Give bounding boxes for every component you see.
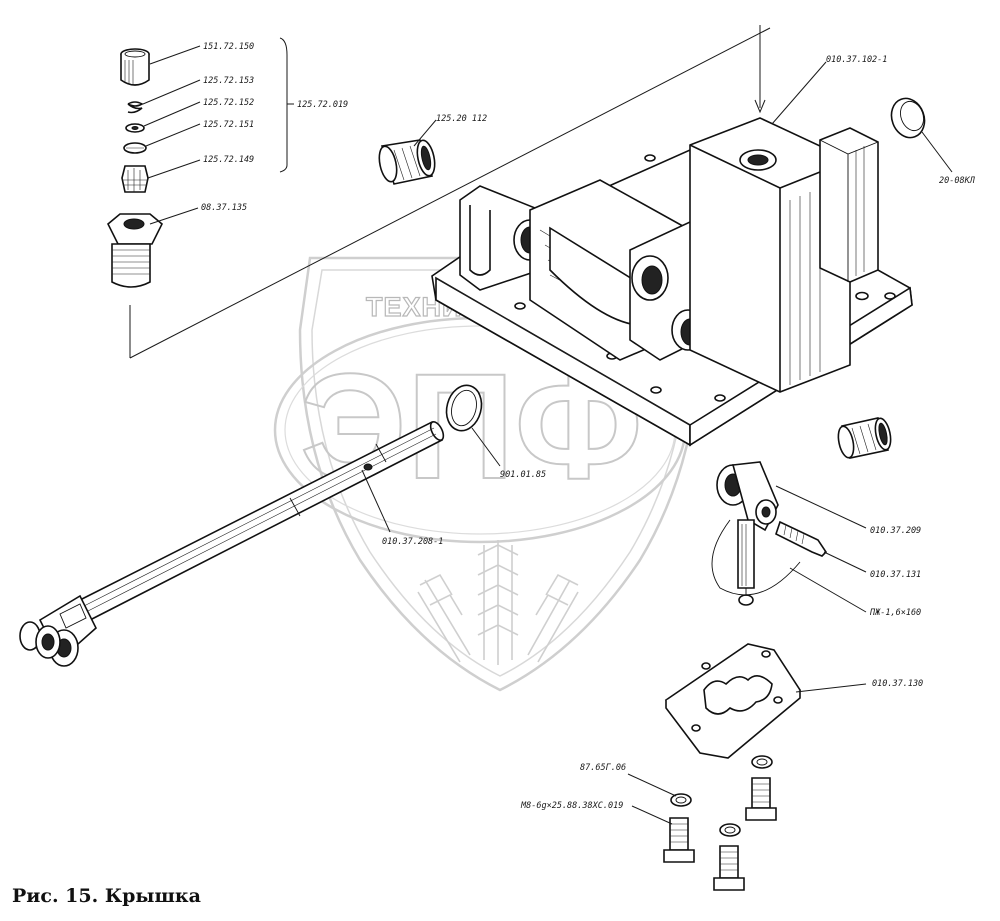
label-125-72-151: 125.72.151 — [203, 120, 254, 130]
guide-plate-part — [664, 643, 802, 759]
valve-disc-part — [123, 142, 147, 154]
bushing-lower-part — [837, 417, 892, 459]
lock-washer-b-part — [751, 755, 773, 769]
callout-labels: 151.72.150 125.72.153 125.72.152 125.72.… — [201, 42, 976, 811]
washer-part — [125, 123, 145, 133]
label-010-37-208-1: 010.37.208-1 — [382, 537, 443, 547]
label-125-72-153: 125.72.153 — [203, 76, 254, 86]
bolt-b-part — [745, 777, 777, 821]
plug-part — [890, 97, 926, 139]
label-pzh-1-6x160: ПЖ-1,6×160 — [869, 608, 921, 618]
valve-body-part — [121, 165, 149, 193]
spring-part — [127, 101, 144, 114]
bolt-c-part — [713, 845, 745, 891]
label-08-37-135: 08.37.135 — [201, 203, 247, 213]
assembly-guide-lines — [129, 25, 771, 359]
label-125-72-019: 125.72.019 — [297, 100, 348, 110]
lever-part — [716, 461, 779, 606]
lock-washer-c-part — [719, 823, 741, 837]
figure-caption: Рис. 15. Крышка — [12, 885, 201, 907]
label-010-37-102-1: 010.37.102-1 — [826, 55, 887, 65]
wheat-emblem-icon — [417, 540, 579, 665]
cotter-wire-part — [711, 519, 801, 596]
cover-housing-part — [431, 117, 913, 447]
label-010-37-131: 010.37.131 — [870, 570, 921, 580]
lever-pin-part — [775, 520, 828, 557]
label-010-37-209: 010.37.209 — [870, 526, 921, 536]
label-125-72-152: 125.72.152 — [203, 98, 254, 108]
label-010-37-130: 010.37.130 — [872, 679, 923, 689]
label-m8-bolt: М8-6g×25.88.38ХС.019 — [520, 801, 623, 811]
adapter-fitting-part — [107, 213, 163, 288]
label-125-72-149: 125.72.149 — [203, 155, 254, 165]
bolt-a-part — [663, 817, 695, 863]
label-125-20-112: 125.20 112 — [436, 114, 487, 124]
leader-lines — [142, 45, 953, 825]
breather-cap-part — [120, 48, 150, 86]
shaft-part — [19, 420, 445, 667]
bushing-upper-part — [378, 139, 436, 185]
o-ring-part — [445, 384, 483, 432]
label-151-72-150: 151.72.150 — [203, 42, 254, 52]
label-901-01-85: 901.01.85 — [500, 470, 546, 480]
label-87-65g-06: 87.65Г.06 — [580, 763, 626, 773]
lock-washer-a-part — [670, 793, 692, 807]
label-20-08kl: 20-08КЛ — [939, 176, 976, 186]
